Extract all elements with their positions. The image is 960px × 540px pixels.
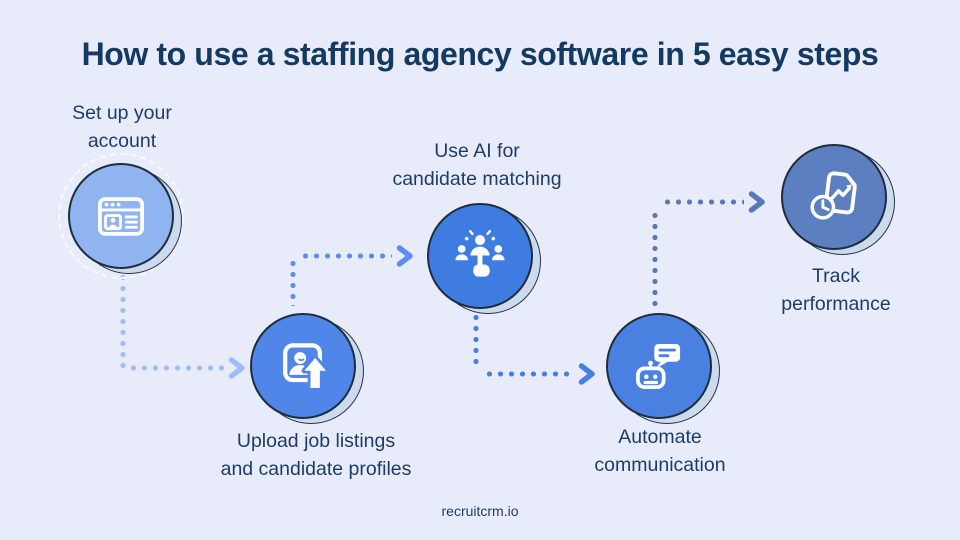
connector-3-horizontal-dots	[484, 371, 572, 377]
browser-profile-icon	[98, 197, 144, 236]
connector-3-vertical-dots	[473, 312, 479, 370]
connector-2-vertical-dots	[290, 258, 296, 306]
brand-footer: recruitcrm.io	[441, 503, 519, 519]
connector-4-horizontal-dots	[662, 199, 744, 205]
step-3-circle	[427, 203, 533, 309]
connector-2-arrowhead-icon	[396, 245, 413, 267]
connector-1-arrowhead-icon	[228, 357, 245, 379]
connector-1-horizontal-dots	[128, 365, 226, 371]
connector-1-vertical-dots	[120, 272, 126, 368]
performance-tracking-icon	[810, 171, 857, 220]
step-5-circle	[781, 144, 887, 250]
step-1-decorative-ring	[58, 153, 184, 279]
step-4-label: Automate communication	[594, 426, 726, 476]
connector-4-arrowhead-icon	[748, 191, 765, 213]
step-2-circle	[250, 313, 356, 419]
step-1-label: Set up your account	[72, 102, 172, 152]
robot-chat-icon	[636, 343, 681, 389]
step-4-circle	[606, 313, 712, 419]
step-2-label: Upload job listings and candidate profil…	[220, 430, 412, 480]
connector-4-vertical-dots	[652, 210, 658, 308]
candidate-upload-icon	[283, 343, 329, 391]
step-1-circle	[68, 163, 174, 269]
step-5-label: Track performance	[781, 265, 891, 315]
connector-3-arrowhead-icon	[578, 363, 595, 385]
ai-candidate-matching-icon	[455, 229, 505, 277]
connector-2-horizontal-dots	[300, 253, 392, 259]
step-3-label: Use AI for candidate matching	[392, 140, 562, 190]
page-title: How to use a staffing agency software in…	[81, 36, 879, 72]
